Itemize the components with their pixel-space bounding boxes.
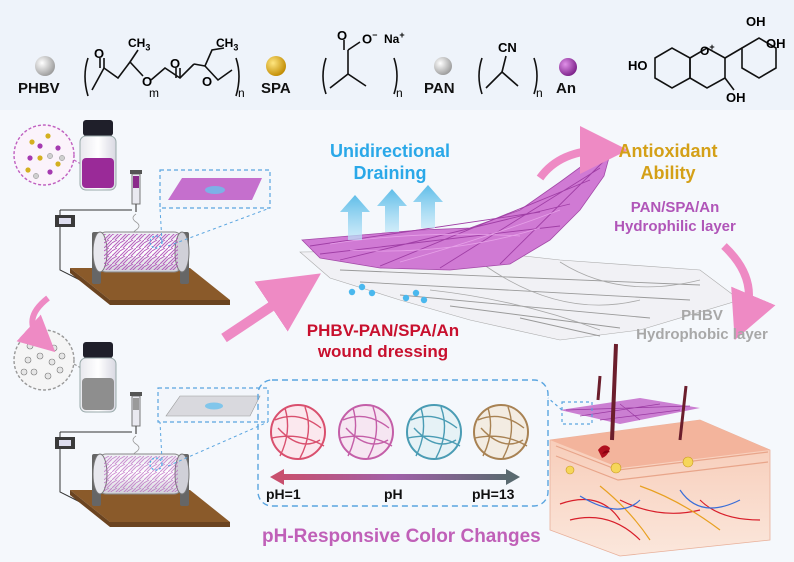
pan-layer-label: PAN/SPA/An Hydrophilic layer — [590, 198, 760, 236]
dressing-label: PHBV-PAN/SPA/An wound dressing — [296, 320, 470, 362]
spa-n: n — [396, 86, 403, 100]
phbv-n: n — [238, 86, 245, 100]
legend-spa-label: SPA — [261, 80, 291, 97]
antioxidant-label: Antioxidant Ability — [608, 140, 728, 184]
phbv-layer-label: PHBV Hydrophobic layer — [622, 306, 782, 344]
phbv-o-2: O — [142, 74, 153, 89]
ph-box — [257, 379, 549, 507]
spa-o: O — [337, 28, 348, 43]
phbv-ch3-2-sub: 3 — [233, 42, 239, 53]
phbv-ch3-2-text: CH — [216, 36, 234, 50]
pan-layer-line-2: Hydrophilic layer — [614, 218, 736, 235]
dressing-membrane — [299, 153, 741, 341]
pink-arrow-antioxidant — [536, 126, 628, 181]
an-oh-bottom: OH — [726, 90, 746, 105]
an-oh-right: OH — [766, 36, 786, 51]
an-o-text: O — [700, 44, 710, 58]
legend-an-label: An — [556, 80, 576, 97]
pink-arrow-down — [16, 295, 56, 353]
pink-arrow-center — [221, 273, 321, 343]
draining-arrows — [340, 185, 443, 240]
antioxidant-line-2: Ability — [640, 163, 696, 183]
pan-n: n — [536, 86, 543, 100]
skin-zoom-box — [561, 401, 593, 425]
ph-title: pH-Responsive Color Changes — [262, 526, 541, 547]
phbv-ch3-1: CH3 — [128, 36, 150, 52]
phbv-m: m — [149, 86, 159, 100]
ph13-label: pH=13 — [472, 486, 515, 502]
phbv-o-4: O — [202, 74, 213, 89]
an-plus: + — [709, 42, 715, 52]
an-o-plus: O+ — [700, 42, 715, 58]
legend-pan-label: PAN — [424, 80, 455, 97]
dressing-line-1: PHBV-PAN/SPA/An — [306, 321, 460, 340]
an-oh-top: OH — [746, 14, 766, 29]
spa-minus: − — [372, 30, 378, 40]
phbv-layer-line-2: Hydrophobic layer — [636, 326, 768, 343]
antioxidant-line-1: Antioxidant — [618, 141, 718, 161]
phbv-ch3-1-text: CH — [128, 36, 146, 50]
spa-plus: + — [399, 30, 405, 40]
pan-cn: CN — [498, 40, 517, 55]
phbv-o-3: O — [170, 56, 181, 71]
pan-layer-line-1: PAN/SPA/An — [630, 199, 720, 216]
an-structure — [654, 37, 777, 91]
ph-label: pH — [384, 486, 403, 502]
dressing-line-2: wound dressing — [317, 342, 449, 361]
electrospin-setup-bottom — [13, 329, 269, 527]
phbv-ch3-2: CH3 — [216, 36, 238, 52]
phbv-ball — [35, 56, 55, 76]
legend-phbv-label: PHBV — [18, 80, 60, 97]
phbv-structure — [84, 47, 240, 97]
phbv-o-1: O — [94, 46, 105, 61]
phbv-layer-line-1: PHBV — [681, 307, 723, 324]
ph1-label: pH=1 — [266, 486, 301, 502]
ph-scale-bar — [270, 469, 520, 485]
spa-o-minus: O− — [362, 30, 377, 46]
unidirectional-line-2: Draining — [353, 163, 427, 183]
unidirectional-line-1: Unidirectional — [329, 141, 450, 161]
spa-structure — [322, 40, 398, 95]
an-ball — [559, 58, 577, 76]
phbv-ch3-1-sub: 3 — [145, 42, 151, 53]
an-ho-left: HO — [628, 58, 648, 73]
spa-ball — [266, 56, 286, 76]
electrospin-setup-top — [13, 120, 271, 305]
pan-structure — [478, 55, 538, 95]
unidirectional-label: Unidirectional Draining — [300, 140, 480, 184]
skin-illustration — [549, 343, 771, 557]
spa-na: Na+ — [384, 30, 405, 46]
spa-na-text: Na — [384, 32, 400, 46]
pan-ball — [434, 57, 452, 75]
droplets — [348, 283, 428, 304]
spa-o-minus-text: O — [362, 31, 373, 47]
ph-spheres — [270, 404, 529, 460]
pink-arrow-right — [721, 243, 776, 341]
